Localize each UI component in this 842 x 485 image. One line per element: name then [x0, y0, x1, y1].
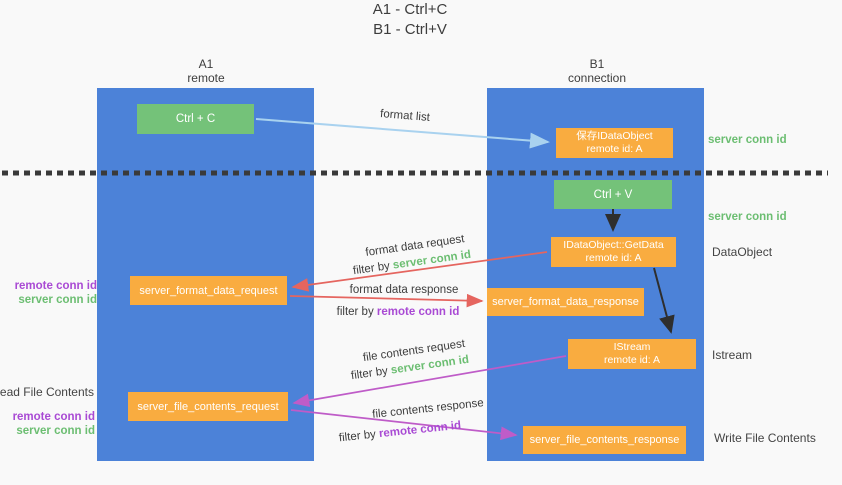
label-write-file-contents: Write File Contents — [714, 431, 816, 445]
title-line-2: B1 - Ctrl+V — [373, 21, 447, 38]
label-server-conn-id-right-mid: server conn id — [708, 211, 787, 223]
node-idataobject-getdata: IDataObject::GetData remote id: A — [551, 237, 676, 267]
title-line-1: A1 - Ctrl+C — [372, 1, 448, 18]
label-remote-conn-id-left-bottom: remote conn id — [12, 411, 95, 423]
lane-a1-title: A1 — [198, 57, 214, 71]
label-format-list: format list — [379, 108, 431, 124]
node-ctrl-v-label: Ctrl + V — [593, 188, 633, 201]
remote-conn-id-text: remote conn id — [376, 306, 460, 318]
node-server-file-contents-request: server_file_contents_request — [128, 392, 288, 421]
node-ctrl-v: Ctrl + V — [554, 180, 672, 209]
filter-by-text: filter by — [350, 365, 389, 383]
node-ctrl-c: Ctrl + C — [137, 104, 254, 134]
node-save-idataobject-line1: 保存IDataObject — [576, 130, 653, 142]
node-istream-line2: remote id: A — [603, 354, 661, 366]
node-save-idataobject: 保存IDataObject remote id: A — [556, 128, 673, 158]
lane-b1-title: B1 — [589, 57, 605, 71]
label-file-contents-response: file contents response — [371, 397, 485, 421]
node-format-request-label: server_format_data_request — [139, 284, 278, 297]
label-server-conn-id-left-top: server conn id — [18, 294, 97, 306]
filter-by-text: filter by — [338, 428, 377, 445]
filter-by-text: filter by — [336, 306, 374, 318]
lane-header-b1: B1 connection — [537, 57, 657, 85]
node-ctrl-c-label: Ctrl + C — [175, 113, 216, 125]
node-server-format-data-response: server_format_data_response — [487, 288, 644, 316]
node-format-response-label: server_format_data_response — [492, 296, 639, 308]
label-remote-conn-id-left-top: remote conn id — [14, 280, 97, 292]
node-file-response-label: server_file_contents_response — [529, 434, 680, 446]
node-save-idataobject-line2: remote id: A — [586, 143, 643, 155]
node-istream: IStream remote id: A — [568, 339, 696, 369]
label-read-file-contents: Read File Contents — [0, 385, 94, 399]
node-getdata-line2: remote id: A — [585, 252, 642, 264]
label-filter-remote-conn-2: filter by remote conn id — [338, 420, 461, 445]
lane-b1-subtitle: connection — [567, 71, 627, 85]
remote-conn-id-text: remote conn id — [378, 419, 462, 441]
node-server-file-contents-response: server_file_contents_response — [523, 426, 686, 454]
label-dataobject: DataObject — [712, 245, 773, 259]
lane-a1-subtitle: remote — [187, 71, 225, 85]
label-server-conn-id-left-bottom: server conn id — [16, 425, 95, 437]
label-istream-side: Istream — [712, 348, 753, 362]
label-format-data-response: format data response — [349, 284, 459, 296]
label-filter-remote-conn-1: filter by remote conn id — [337, 306, 460, 318]
diagram-title: A1 - Ctrl+C B1 - Ctrl+V — [0, 0, 820, 40]
node-istream-line1: IStream — [613, 341, 651, 353]
filter-by-text: filter by — [352, 260, 391, 278]
node-server-format-data-request: server_format_data_request — [130, 276, 287, 305]
lane-header-a1: A1 remote — [146, 57, 266, 85]
node-getdata-line1: IDataObject::GetData — [563, 239, 664, 251]
arrow-format-data-response — [289, 293, 484, 308]
node-file-request-label: server_file_contents_request — [137, 400, 279, 413]
label-server-conn-id-right-top: server conn id — [708, 134, 787, 146]
